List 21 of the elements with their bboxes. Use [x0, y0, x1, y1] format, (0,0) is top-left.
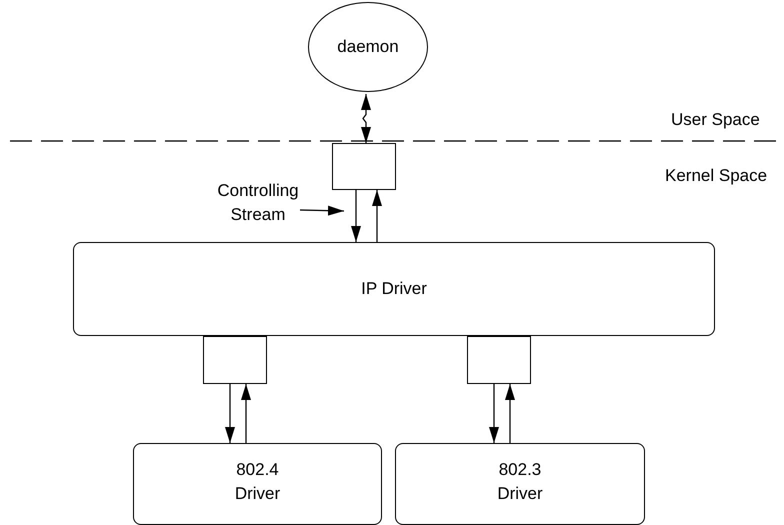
stream-module-box	[467, 336, 531, 384]
node-label: IP Driver	[360, 278, 428, 300]
node-label: daemon	[336, 36, 400, 58]
arrow	[505, 384, 515, 443]
driver-box	[133, 443, 382, 525]
arrow	[361, 94, 371, 143]
stream-module-box	[332, 143, 396, 190]
stream-module-box	[203, 336, 267, 384]
arrow	[225, 384, 235, 443]
arrow	[351, 190, 361, 242]
node-label: 802.4 Driver	[234, 459, 282, 505]
node-label: 802.3 Driver	[496, 459, 544, 505]
callout-label: Controlling Stream	[216, 180, 300, 226]
arrow	[300, 206, 344, 216]
region-label: User Space	[671, 110, 760, 130]
driver-box	[395, 443, 645, 525]
arrow	[241, 384, 251, 443]
driver-box	[73, 242, 715, 336]
arrow	[489, 384, 499, 443]
region-label: Kernel Space	[665, 166, 768, 186]
arrow	[372, 190, 382, 242]
